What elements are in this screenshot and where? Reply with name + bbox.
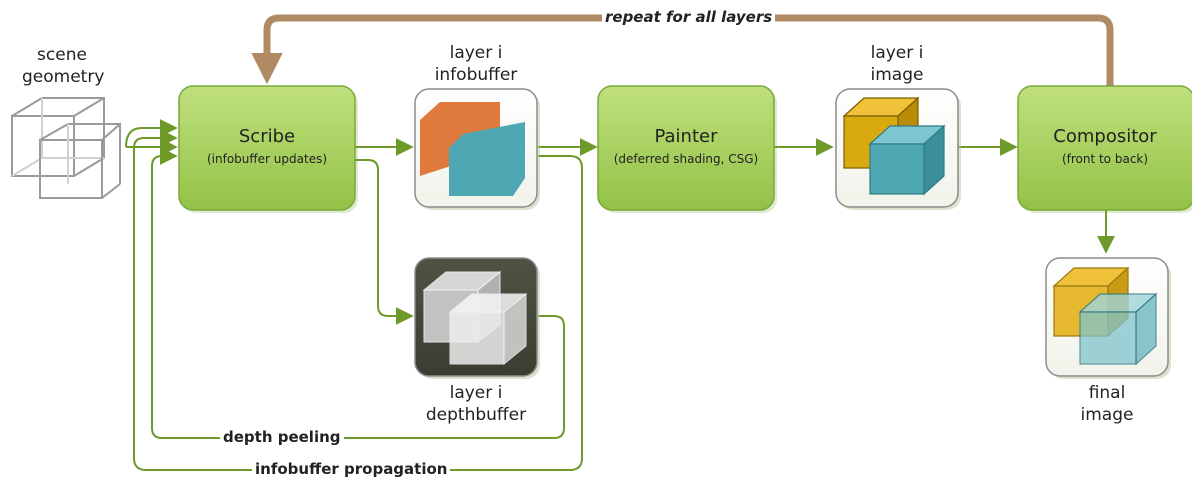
scribe-title: Scribe [238,126,296,147]
painter-box [597,85,775,211]
painter-label: Painter (deferred shading, CSG) [598,126,774,170]
compositor-subtitle: (front to back) [1061,152,1149,166]
infobuffer-label-line1: layer i [449,43,503,63]
repeat-loop-label: repeat for all layers [602,8,776,26]
scribe-box-body [178,85,356,211]
scribe-subtitle: (infobuffer updates) [206,152,328,166]
image-cubes-icon [842,96,946,196]
final-image-cubes-icon [1052,266,1158,366]
infobuffer-label-line2: infobuffer [434,65,518,85]
compositor-label: Compositor (front to back) [1018,126,1192,170]
depth-peeling-loop [151,147,565,439]
scribe-label: Scribe (infobuffer updates) [179,126,355,170]
depthbuffer-cubes-icon [422,270,528,366]
image-label-line2: image [870,65,924,85]
infobuffer-propagation-label: infobuffer propagation [252,460,451,478]
image-label: layer i image [836,42,958,86]
scene-geometry-label: scene geometry [22,44,105,88]
compositor-title: Compositor [1053,126,1157,147]
arrow-scribe-to-depthbuffer [352,159,414,325]
image-label-line1: layer i [870,43,924,63]
scene-geometry-icon [11,97,121,199]
infobuffer-shapes-icon [420,102,525,196]
painter-title: Painter [654,126,718,147]
final-image-label-line1: final [1088,383,1126,403]
compositor-box [1017,85,1192,211]
depthbuffer-label-line1: layer i [449,383,503,403]
scene-geometry-label-line2: geometry [22,67,105,87]
depthbuffer-label: layer i depthbuffer [405,382,547,426]
scene-geometry-label-line1: scene [37,45,87,65]
painter-subtitle: (deferred shading, CSG) [613,152,759,166]
final-image-label-line2: image [1080,405,1134,425]
infobuffer-label: layer i infobuffer [415,42,537,86]
depth-peeling-label: depth peeling [220,428,344,446]
depthbuffer-label-line2: depthbuffer [425,405,527,425]
final-image-label: final image [1046,382,1168,426]
arrow-geometry-to-scribe-1 [125,119,178,148]
